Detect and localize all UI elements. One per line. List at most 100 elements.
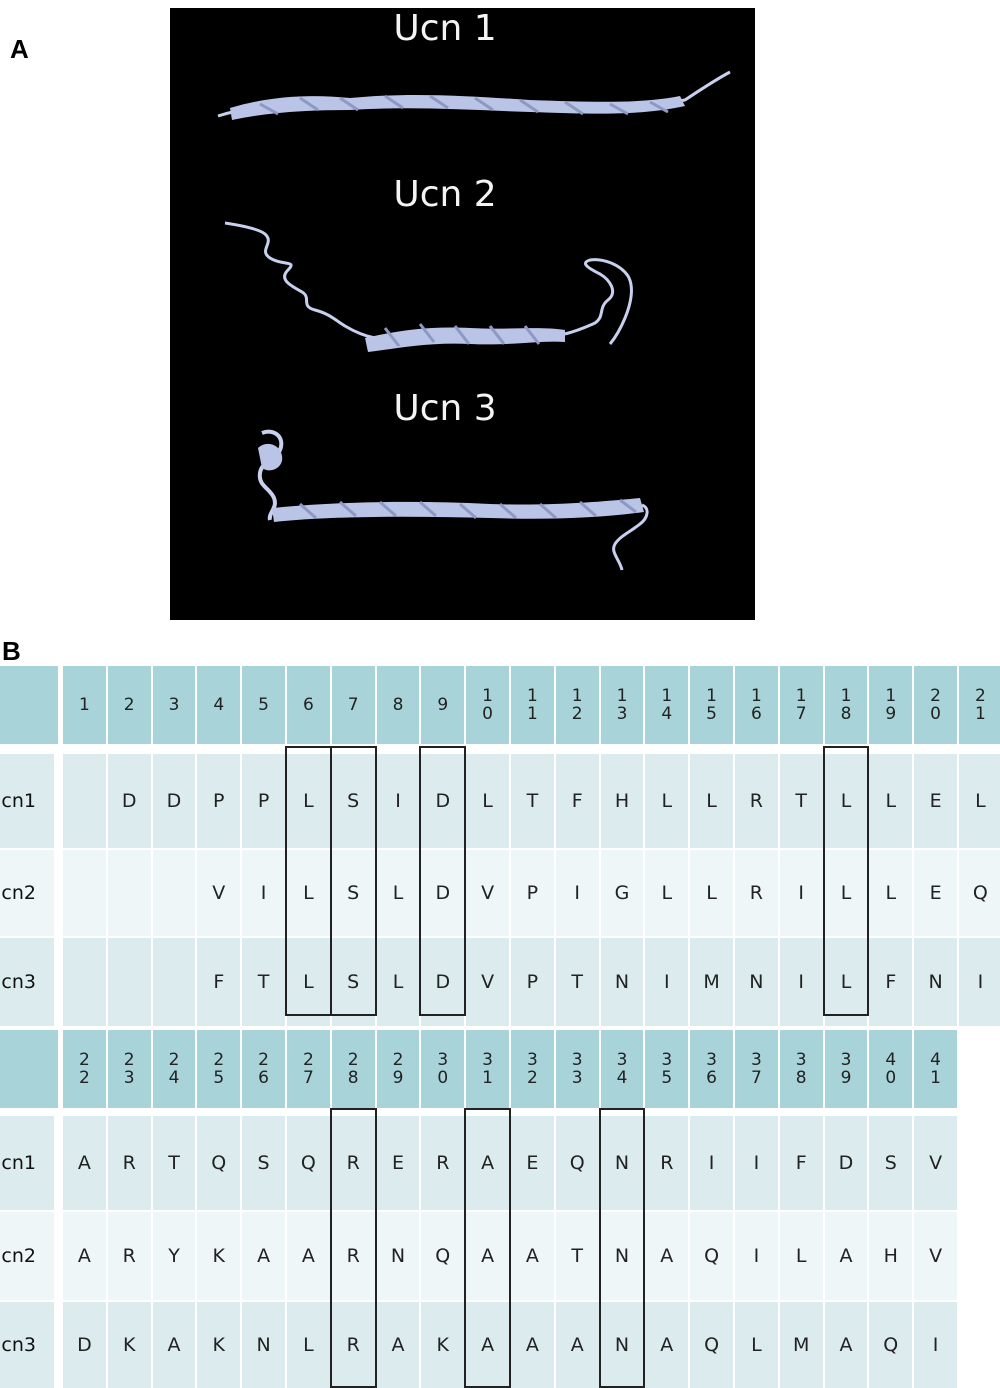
residue-cell: V	[914, 1116, 957, 1210]
residue-cell: R	[735, 754, 778, 848]
residue-cell: L	[735, 1302, 778, 1388]
residue-cell: D	[63, 1302, 106, 1388]
residue-cell: N	[376, 1212, 420, 1300]
residue-cell: V	[197, 850, 241, 936]
residue-cell: N	[914, 938, 957, 1026]
residue-cell: Q	[690, 1302, 733, 1388]
residue-cell: M	[690, 938, 733, 1026]
residue-cell: P	[511, 850, 554, 936]
residue-cell: S	[331, 754, 375, 848]
residue-cell: R	[331, 1116, 375, 1210]
residue-cell: T	[555, 1212, 599, 1300]
header-corner	[0, 1030, 58, 1108]
residue-cell: Q	[421, 1212, 465, 1300]
ucn3-structure-title: Ucn 3	[393, 388, 496, 429]
residue-cell: D	[824, 1116, 868, 1210]
residue-cell	[63, 754, 106, 848]
residue-cell: N	[600, 938, 644, 1026]
residue-cell: T	[242, 938, 285, 1026]
position-header: 8	[376, 666, 420, 744]
residue-cell: Q	[555, 1116, 599, 1210]
residue-cell: A	[242, 1212, 285, 1300]
residue-cell: F	[779, 1116, 823, 1210]
residue-cell	[152, 938, 196, 1026]
residue-cell: E	[914, 754, 957, 848]
residue-cell: D	[107, 754, 151, 848]
conserved-residue-box	[822, 746, 870, 1016]
residue-cell: K	[197, 1212, 241, 1300]
residue-cell: L	[466, 754, 509, 848]
residue-cell: A	[466, 1116, 509, 1210]
residue-cell: D	[152, 754, 196, 848]
residue-cell: L	[645, 754, 689, 848]
header-corner	[0, 666, 58, 744]
residue-cell: P	[511, 938, 554, 1026]
residue-cell: G	[600, 850, 644, 936]
residue-cell: F	[869, 938, 913, 1026]
residue-cell	[107, 938, 151, 1026]
residue-cell: Q	[959, 850, 1000, 936]
residue-cell: I	[735, 1116, 778, 1210]
residue-cell: D	[421, 850, 465, 936]
residue-cell: L	[690, 850, 733, 936]
residue-cell: I	[690, 1116, 733, 1210]
residue-cell: S	[242, 1116, 285, 1210]
residue-cell: L	[376, 850, 420, 936]
residue-cell: D	[421, 754, 465, 848]
residue-cell: L	[779, 1212, 823, 1300]
residue-cell: I	[959, 938, 1000, 1026]
residue-cell: R	[107, 1116, 151, 1210]
structure-image: Ucn 1 Ucn 2 Ucn 3	[170, 8, 755, 620]
residue-cell: A	[645, 1212, 689, 1300]
position-header: 5	[242, 666, 285, 744]
residue-cell: I	[645, 938, 689, 1026]
residue-cell: A	[152, 1302, 196, 1388]
residue-cell: E	[511, 1116, 554, 1210]
residue-cell: F	[555, 754, 599, 848]
residue-cell: L	[376, 938, 420, 1026]
residue-cell: S	[331, 938, 375, 1026]
residue-cell: V	[914, 1212, 957, 1300]
residue-cell: E	[914, 850, 957, 936]
residue-cell: A	[645, 1302, 689, 1388]
residue-cell: L	[690, 754, 733, 848]
position-header: 3	[152, 666, 196, 744]
position-header: 4	[197, 666, 241, 744]
residue-cell	[152, 850, 196, 936]
conserved-residue-box	[464, 1108, 511, 1388]
residue-cell: M	[779, 1302, 823, 1388]
ucn2-structure-title: Ucn 2	[393, 174, 496, 215]
residue-cell: R	[645, 1116, 689, 1210]
residue-cell: I	[376, 754, 420, 848]
residue-cell: A	[63, 1116, 106, 1210]
residue-cell: I	[779, 850, 823, 936]
residue-cell: L	[959, 754, 1000, 848]
residue-cell	[63, 850, 106, 936]
residue-cell: L	[824, 850, 868, 936]
residue-cell: A	[63, 1212, 106, 1300]
residue-cell: S	[331, 850, 375, 936]
residue-cell: A	[376, 1302, 420, 1388]
conserved-residue-box	[285, 746, 332, 1016]
residue-cell: S	[869, 1116, 913, 1210]
residue-cell: T	[555, 938, 599, 1026]
residue-cell: K	[107, 1302, 151, 1388]
